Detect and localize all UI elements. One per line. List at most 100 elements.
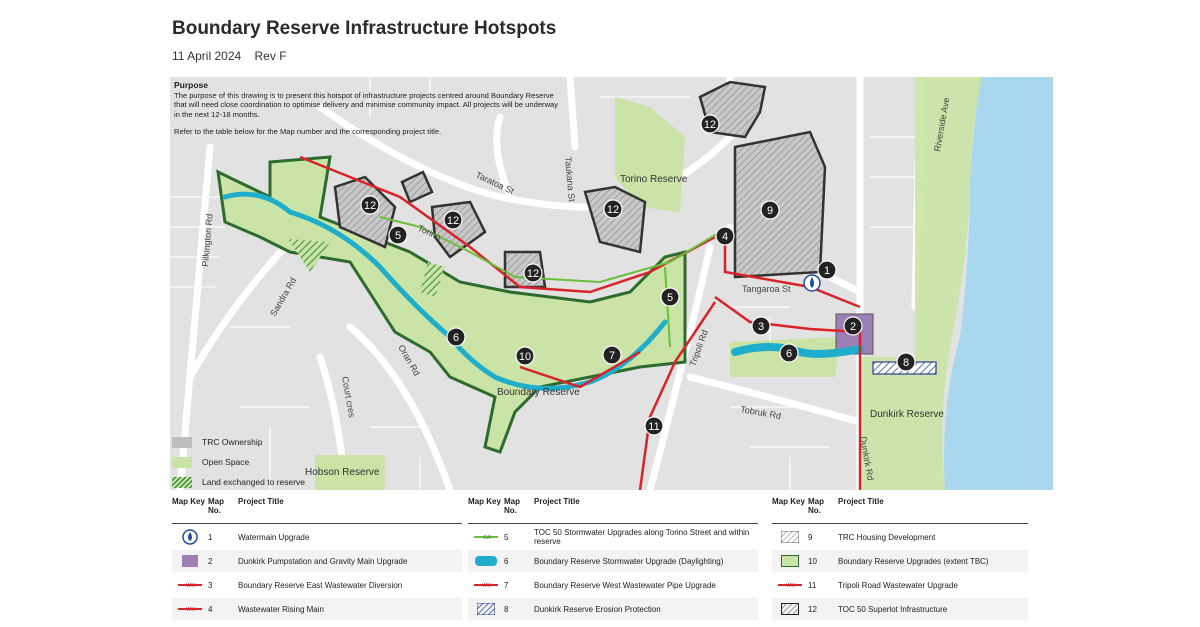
svg-text:5: 5 — [667, 292, 673, 304]
marker-5: 5 — [660, 287, 680, 307]
project-row: 12 TOC 50 Superlot Infrastructure — [772, 598, 1028, 620]
map-number: 1 — [208, 532, 213, 542]
marker-12: 12 — [360, 195, 380, 215]
sea — [944, 77, 1053, 490]
project-row: WW 7 Boundary Reserve West Wastewater Pi… — [468, 574, 758, 596]
marker-12: 12 — [603, 199, 623, 219]
purpose-panel: Purpose The purpose of this drawing is t… — [174, 80, 564, 137]
project-row: 9 TRC Housing Development — [772, 526, 1028, 548]
svg-text:WW: WW — [786, 583, 796, 589]
ww-line: WW — [172, 604, 208, 614]
project-row: WW 3 Boundary Reserve East Wastewater Di… — [172, 574, 462, 596]
map-number: 2 — [208, 556, 213, 566]
marker-3: 3 — [751, 316, 771, 336]
svg-text:8: 8 — [903, 357, 909, 369]
marker-12: 12 — [443, 210, 463, 230]
svg-text:4: 4 — [722, 231, 728, 243]
header-key: Map Key — [772, 497, 805, 506]
date: 11 April 2024 — [172, 49, 242, 63]
svg-text:2: 2 — [850, 321, 856, 333]
map-number: 11 — [808, 580, 817, 590]
hatch-swatch — [172, 476, 192, 488]
project-title: Boundary Reserve West Wastewater Pipe Up… — [534, 580, 716, 590]
place-label: Hobson Reserve — [305, 467, 380, 478]
project-row: 2 Dunkirk Pumpstation and Gravity Main U… — [172, 550, 462, 572]
header-no: Map No. — [808, 497, 824, 515]
svg-text:SW: SW — [483, 535, 491, 541]
project-row: 8 Dunkirk Reserve Erosion Protection — [468, 598, 758, 620]
land-exchanged-2 — [420, 262, 445, 297]
header-no: Map No. — [208, 497, 224, 515]
hobson-reserve-area — [315, 455, 385, 490]
svg-text:12: 12 — [447, 215, 459, 227]
marker-11: 11 — [644, 416, 664, 436]
marker-12: 12 — [523, 263, 543, 283]
header-key: Map Key — [468, 497, 501, 506]
project-title: TRC Housing Development — [838, 532, 936, 542]
hatch-dark — [772, 603, 808, 615]
svg-text:12: 12 — [704, 119, 716, 131]
map-number: 10 — [808, 556, 817, 566]
site-map[interactable]: Pilkington Rd Sandra Rd Torino Taratoa S… — [170, 77, 1053, 490]
marker-4: 4 — [715, 226, 735, 246]
project-row: WW 4 Wastewater Rising Main — [172, 598, 462, 620]
ww-line: WW — [468, 580, 504, 590]
project-title: Dunkirk Pumpstation and Gravity Main Upg… — [238, 556, 408, 566]
project-title: TOC 50 Stormwater Upgrades along Torino … — [534, 528, 750, 546]
map-legend: TRC Ownership Open Space Land exchanged … — [172, 432, 305, 492]
legend-label: Land exchanged to reserve — [202, 477, 306, 487]
marker-2: 2 — [843, 316, 863, 336]
project-row: WW 11 Tripoli Road Wastewater Upgrade — [772, 574, 1028, 596]
svg-text:12: 12 — [364, 200, 376, 212]
wastewater-lines — [299, 155, 862, 490]
legend-trc: TRC Ownership — [172, 432, 305, 452]
purple-square — [172, 555, 208, 567]
svg-text:6: 6 — [453, 332, 459, 344]
project-title: Dunkirk Reserve Erosion Protection — [534, 604, 661, 614]
ww-line: WW — [172, 580, 208, 590]
map-number: 12 — [808, 604, 817, 614]
marker-6: 6 — [779, 343, 799, 363]
svg-text:3: 3 — [758, 321, 764, 333]
drop-icon — [803, 274, 821, 292]
sw-line: SW — [468, 532, 504, 542]
project-row: SW 5 TOC 50 Stormwater Upgrades along To… — [468, 526, 758, 548]
header-title: Project Title — [838, 497, 884, 506]
stormwater-lines — [379, 216, 721, 348]
stream-east — [731, 343, 864, 358]
purpose-note: Refer to the table below for the Map num… — [174, 127, 442, 137]
project-row: 1 Watermain Upgrade — [172, 526, 462, 548]
svg-text:9: 9 — [767, 205, 773, 217]
map-number: 3 — [208, 580, 213, 590]
project-title: Boundary Reserve East Wastewater Diversi… — [238, 580, 403, 590]
place-label: Boundary Reserve — [497, 387, 580, 398]
marker-8: 8 — [896, 352, 916, 372]
svg-text:1: 1 — [824, 265, 830, 277]
purpose-heading: Purpose — [174, 80, 209, 90]
marker-9: 9 — [760, 200, 780, 220]
marker-12: 12 — [700, 114, 720, 134]
marker-7: 7 — [602, 345, 622, 365]
svg-text:7: 7 — [609, 350, 615, 362]
header-title: Project Title — [534, 497, 580, 506]
legend-open: Open Space — [172, 452, 305, 472]
svg-text:12: 12 — [607, 204, 619, 216]
project-row: 10 Boundary Reserve Upgrades (extent TBC… — [772, 550, 1028, 572]
street-label: Tangaroa St — [742, 284, 791, 294]
svg-text:10: 10 — [519, 351, 531, 363]
map-number: 8 — [504, 604, 509, 614]
project-title: Wastewater Rising Main — [238, 604, 324, 614]
header-key: Map Key — [172, 497, 205, 506]
legend-land: Land exchanged to reserve — [172, 472, 305, 492]
hatch-blue — [468, 603, 504, 615]
marker-6: 6 — [446, 327, 466, 347]
revision: Rev F — [254, 49, 287, 63]
header-title: Project Title — [238, 497, 284, 506]
header-no: Map No. — [504, 497, 520, 515]
place-label: Dunkirk Reserve — [870, 409, 944, 420]
svg-text:5: 5 — [395, 230, 401, 242]
